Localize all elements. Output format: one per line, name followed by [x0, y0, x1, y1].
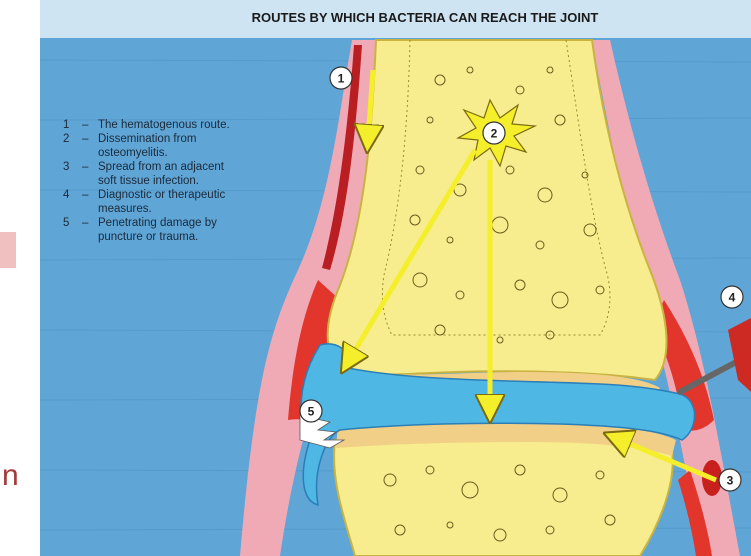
legend-line-5a: Penetrating damage by — [98, 217, 217, 229]
legend-line-4a: Diagnostic or therapeutic — [98, 189, 225, 201]
legend-line-4b: measures. — [98, 203, 152, 215]
legend-line-2b: osteomyelitis. — [98, 147, 168, 159]
legend-num-1: 1 — [63, 119, 69, 131]
legend-num-2: 2 — [63, 133, 69, 145]
legend-line-1a: The hematogenous route. — [98, 119, 230, 131]
legend-line-5b: puncture or trauma. — [98, 231, 198, 243]
legend-dash-1: – — [82, 119, 89, 131]
legend-num-3: 3 — [63, 161, 69, 173]
legend-num-4: 4 — [63, 189, 70, 201]
svg-text:3: 3 — [727, 474, 734, 488]
lower-bone — [334, 431, 673, 556]
diagram-title: ROUTES BY WHICH BACTERIA CAN REACH THE J… — [252, 10, 599, 25]
marker-3: 3 — [719, 469, 741, 491]
svg-text:1: 1 — [338, 72, 345, 86]
legend-dash-5: – — [82, 217, 89, 229]
legend-dash-2: – — [82, 133, 89, 145]
marker-5: 5 — [300, 400, 322, 422]
legend-num-5: 5 — [63, 217, 69, 229]
legend-line-2a: Dissemination from — [98, 133, 196, 145]
legend-dash-4: – — [82, 189, 89, 201]
svg-text:4: 4 — [729, 291, 736, 305]
svg-text:2: 2 — [491, 127, 498, 141]
marker-4: 4 — [721, 286, 743, 308]
marker-1: 1 — [330, 67, 352, 89]
legend-line-3a: Spread from an adjacent — [98, 161, 225, 173]
legend-line-3b: soft tissue infection. — [98, 175, 199, 187]
edge-text-fragment: n — [2, 459, 19, 492]
svg-text:5: 5 — [308, 405, 315, 419]
legend-dash-3: – — [82, 161, 89, 173]
edge-red-mark — [0, 232, 16, 268]
marker-2: 2 — [483, 122, 505, 144]
